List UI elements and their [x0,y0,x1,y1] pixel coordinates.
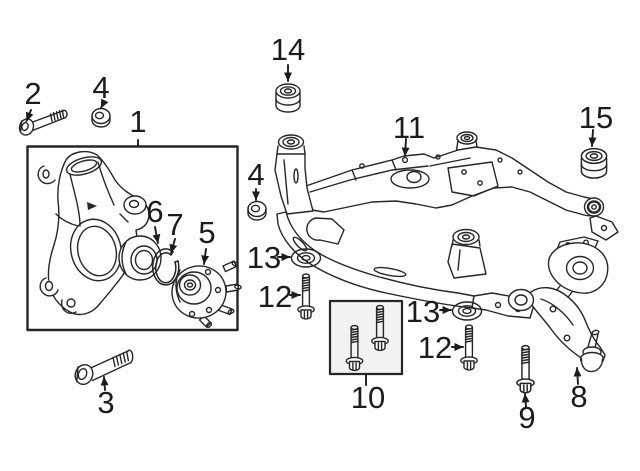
callout-6[interactable]: 6 [146,194,164,229]
bolt-3-drawing [74,349,134,386]
callout-4-lower[interactable]: 4 [247,157,265,192]
callout-2[interactable]: 2 [24,76,42,111]
callout-12-left[interactable]: 12 [257,279,293,314]
bushing-15-drawing [580,147,608,179]
bolt-12-left-drawing [297,273,315,320]
bolt-kit-box [328,299,404,376]
callout-4-upper[interactable]: 4 [92,70,110,105]
knuckle-assembly-box [26,145,242,332]
callout-8[interactable]: 8 [570,379,588,414]
steering-knuckle-drawing [37,150,150,316]
callout-3[interactable]: 3 [97,385,115,420]
bolt-9-drawing [516,344,535,394]
nut-4-lower-drawing [247,200,267,221]
wheel-hub-drawing [171,260,242,329]
callout-15[interactable]: 15 [578,100,614,135]
callout-1[interactable]: 1 [129,104,147,139]
callout-13-right[interactable]: 13 [405,294,441,329]
control-arm-drawing [507,236,609,373]
callout-arrows [25,64,597,408]
callout-7[interactable]: 7 [166,207,184,242]
callout-9[interactable]: 9 [518,400,536,435]
callout-10[interactable]: 10 [350,380,386,415]
nut-4-upper-drawing [91,107,111,128]
subframe-crossmember-drawing [274,131,619,319]
bolt-2-drawing [18,109,68,136]
callout-11[interactable]: 11 [392,110,426,145]
callout-13-left[interactable]: 13 [246,240,282,275]
callout-14[interactable]: 14 [270,32,306,67]
callout-5[interactable]: 5 [198,215,216,250]
callout-12-right[interactable]: 12 [417,330,453,365]
bushing-14-drawing [275,83,301,113]
